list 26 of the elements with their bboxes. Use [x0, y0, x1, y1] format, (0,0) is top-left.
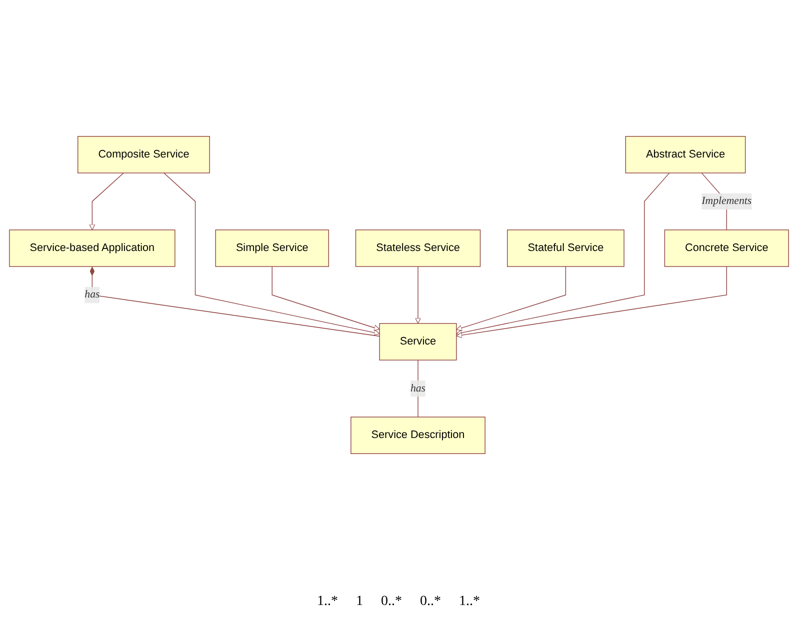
node-box: Stateful Service: [506, 230, 624, 267]
multiplicity-label: 0..*: [381, 594, 402, 610]
node-box: Stateless Service: [354, 230, 480, 267]
node-box: Abstract Service: [624, 136, 746, 174]
arrow: [456, 266, 726, 338]
node-box: Concrete Service: [664, 230, 788, 267]
arrow: [163, 172, 380, 336]
node-box: Composite Service: [77, 136, 210, 174]
arrow: [88, 172, 124, 230]
arrow: [456, 172, 670, 336]
node-box: Service: [378, 323, 456, 360]
multiplicity-label: 1..*: [459, 594, 480, 610]
multiplicity-label: 1: [356, 594, 363, 610]
arrow: [456, 266, 566, 331]
connector: [89, 266, 380, 337]
connector: [417, 360, 418, 418]
node-box: Service-based Application: [8, 230, 175, 267]
multiplicity-label: 0..*: [420, 594, 441, 610]
edge-label: has: [84, 288, 100, 300]
arrow: [271, 266, 380, 331]
edge-label: Implements: [701, 195, 752, 207]
arrow: [414, 266, 420, 324]
node-box: Simple Service: [214, 230, 328, 267]
edge-label: has: [410, 382, 426, 394]
node-box: Service Description: [350, 416, 485, 454]
multiplicity-label: 1..*: [317, 594, 338, 610]
